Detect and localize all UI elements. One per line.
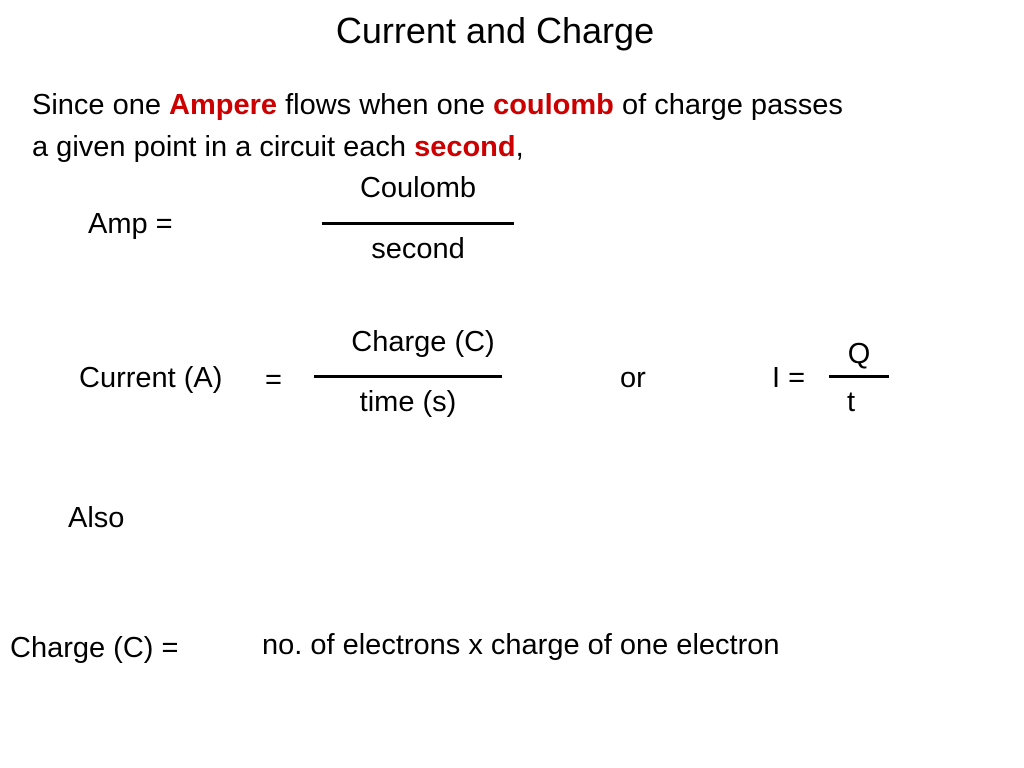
or-text: or	[620, 362, 646, 394]
charge-label: Charge (C) =	[10, 632, 179, 664]
amp-fraction-bar	[322, 222, 514, 225]
q-numerator: Q	[847, 338, 871, 370]
slide-title: Current and Charge	[335, 10, 655, 51]
current-fraction-bar	[314, 375, 502, 378]
intro-text: a given point in a circuit each	[32, 131, 415, 163]
keyword-coulomb: coulomb	[493, 89, 614, 121]
intro-text: of charge passes	[613, 89, 843, 121]
intro-text: flows when one	[277, 89, 494, 121]
i-equals-label: I =	[772, 362, 806, 394]
amp-numerator: Coulomb	[359, 172, 477, 204]
intro-text: Since one	[32, 89, 170, 121]
t-denominator: t	[846, 386, 856, 418]
amp-equals-label: Amp =	[88, 208, 173, 240]
also-text: Also	[68, 502, 125, 534]
i-fraction-bar	[829, 375, 889, 378]
current-numerator: Charge (C)	[351, 326, 495, 358]
current-label: Current (A)	[79, 362, 223, 394]
intro-paragraph: Since one Ampere flows when one coulomb …	[32, 84, 843, 168]
charge-definition: no. of electrons x charge of one electro…	[262, 629, 780, 661]
keyword-second: second	[414, 131, 516, 163]
current-denominator: time (s)	[359, 386, 457, 418]
intro-text: ,	[515, 131, 524, 163]
keyword-ampere: Ampere	[169, 89, 278, 121]
current-equals-sign: =	[265, 364, 282, 396]
amp-denominator: second	[371, 233, 465, 265]
